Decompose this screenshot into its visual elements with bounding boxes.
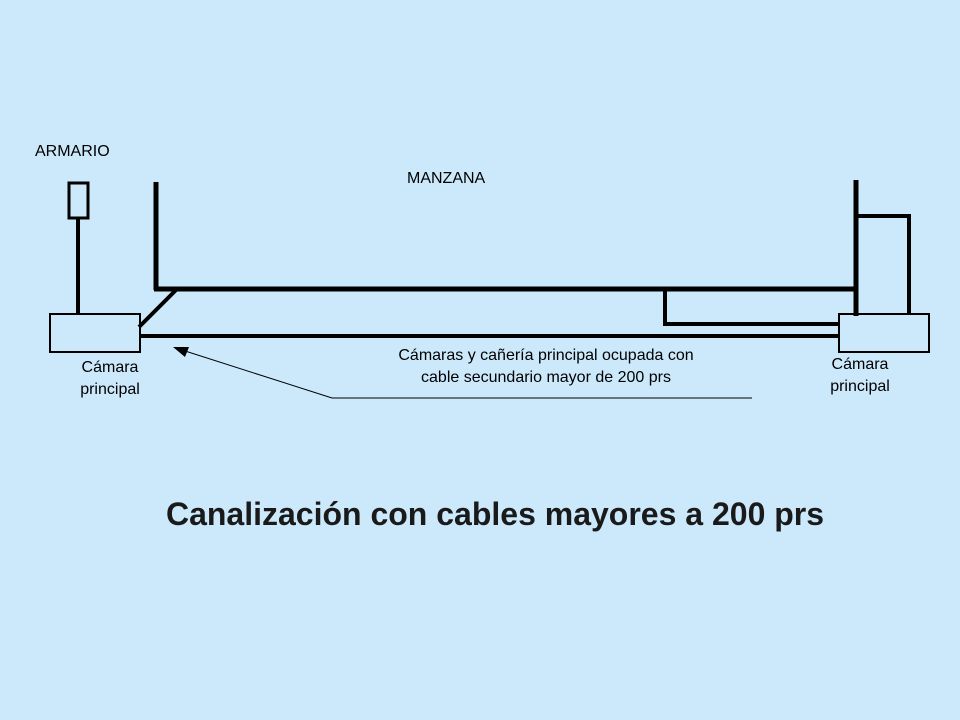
camara-left-label: Cámara principal [60, 357, 160, 401]
annotation-line2: cable secundario mayor de 200 prs [421, 369, 671, 386]
manzana-label: MANZANA [407, 170, 486, 187]
camara-right-line1: Cámara [831, 356, 889, 373]
annotation-leader [181, 349, 333, 399]
camara-left-line1: Cámara [81, 359, 139, 376]
annotation-text: Cámaras y cañería principal ocupada con … [330, 345, 762, 389]
camara-right-label: Cámara principal [810, 354, 910, 398]
diagonal-link [137, 288, 178, 329]
armario-cabinet [67, 181, 90, 220]
camara-left-line2: principal [80, 381, 140, 398]
camara-right-box [838, 313, 930, 353]
annotation-arrowhead [173, 347, 189, 357]
armario-label: ARMARIO [35, 143, 110, 160]
camara-right-line2: principal [830, 378, 890, 395]
page-title: Canalización con cables mayores a 200 pr… [165, 496, 825, 532]
annotation-line1: Cámaras y cañería principal ocupada con [398, 347, 694, 364]
camara-left-box [49, 313, 141, 353]
